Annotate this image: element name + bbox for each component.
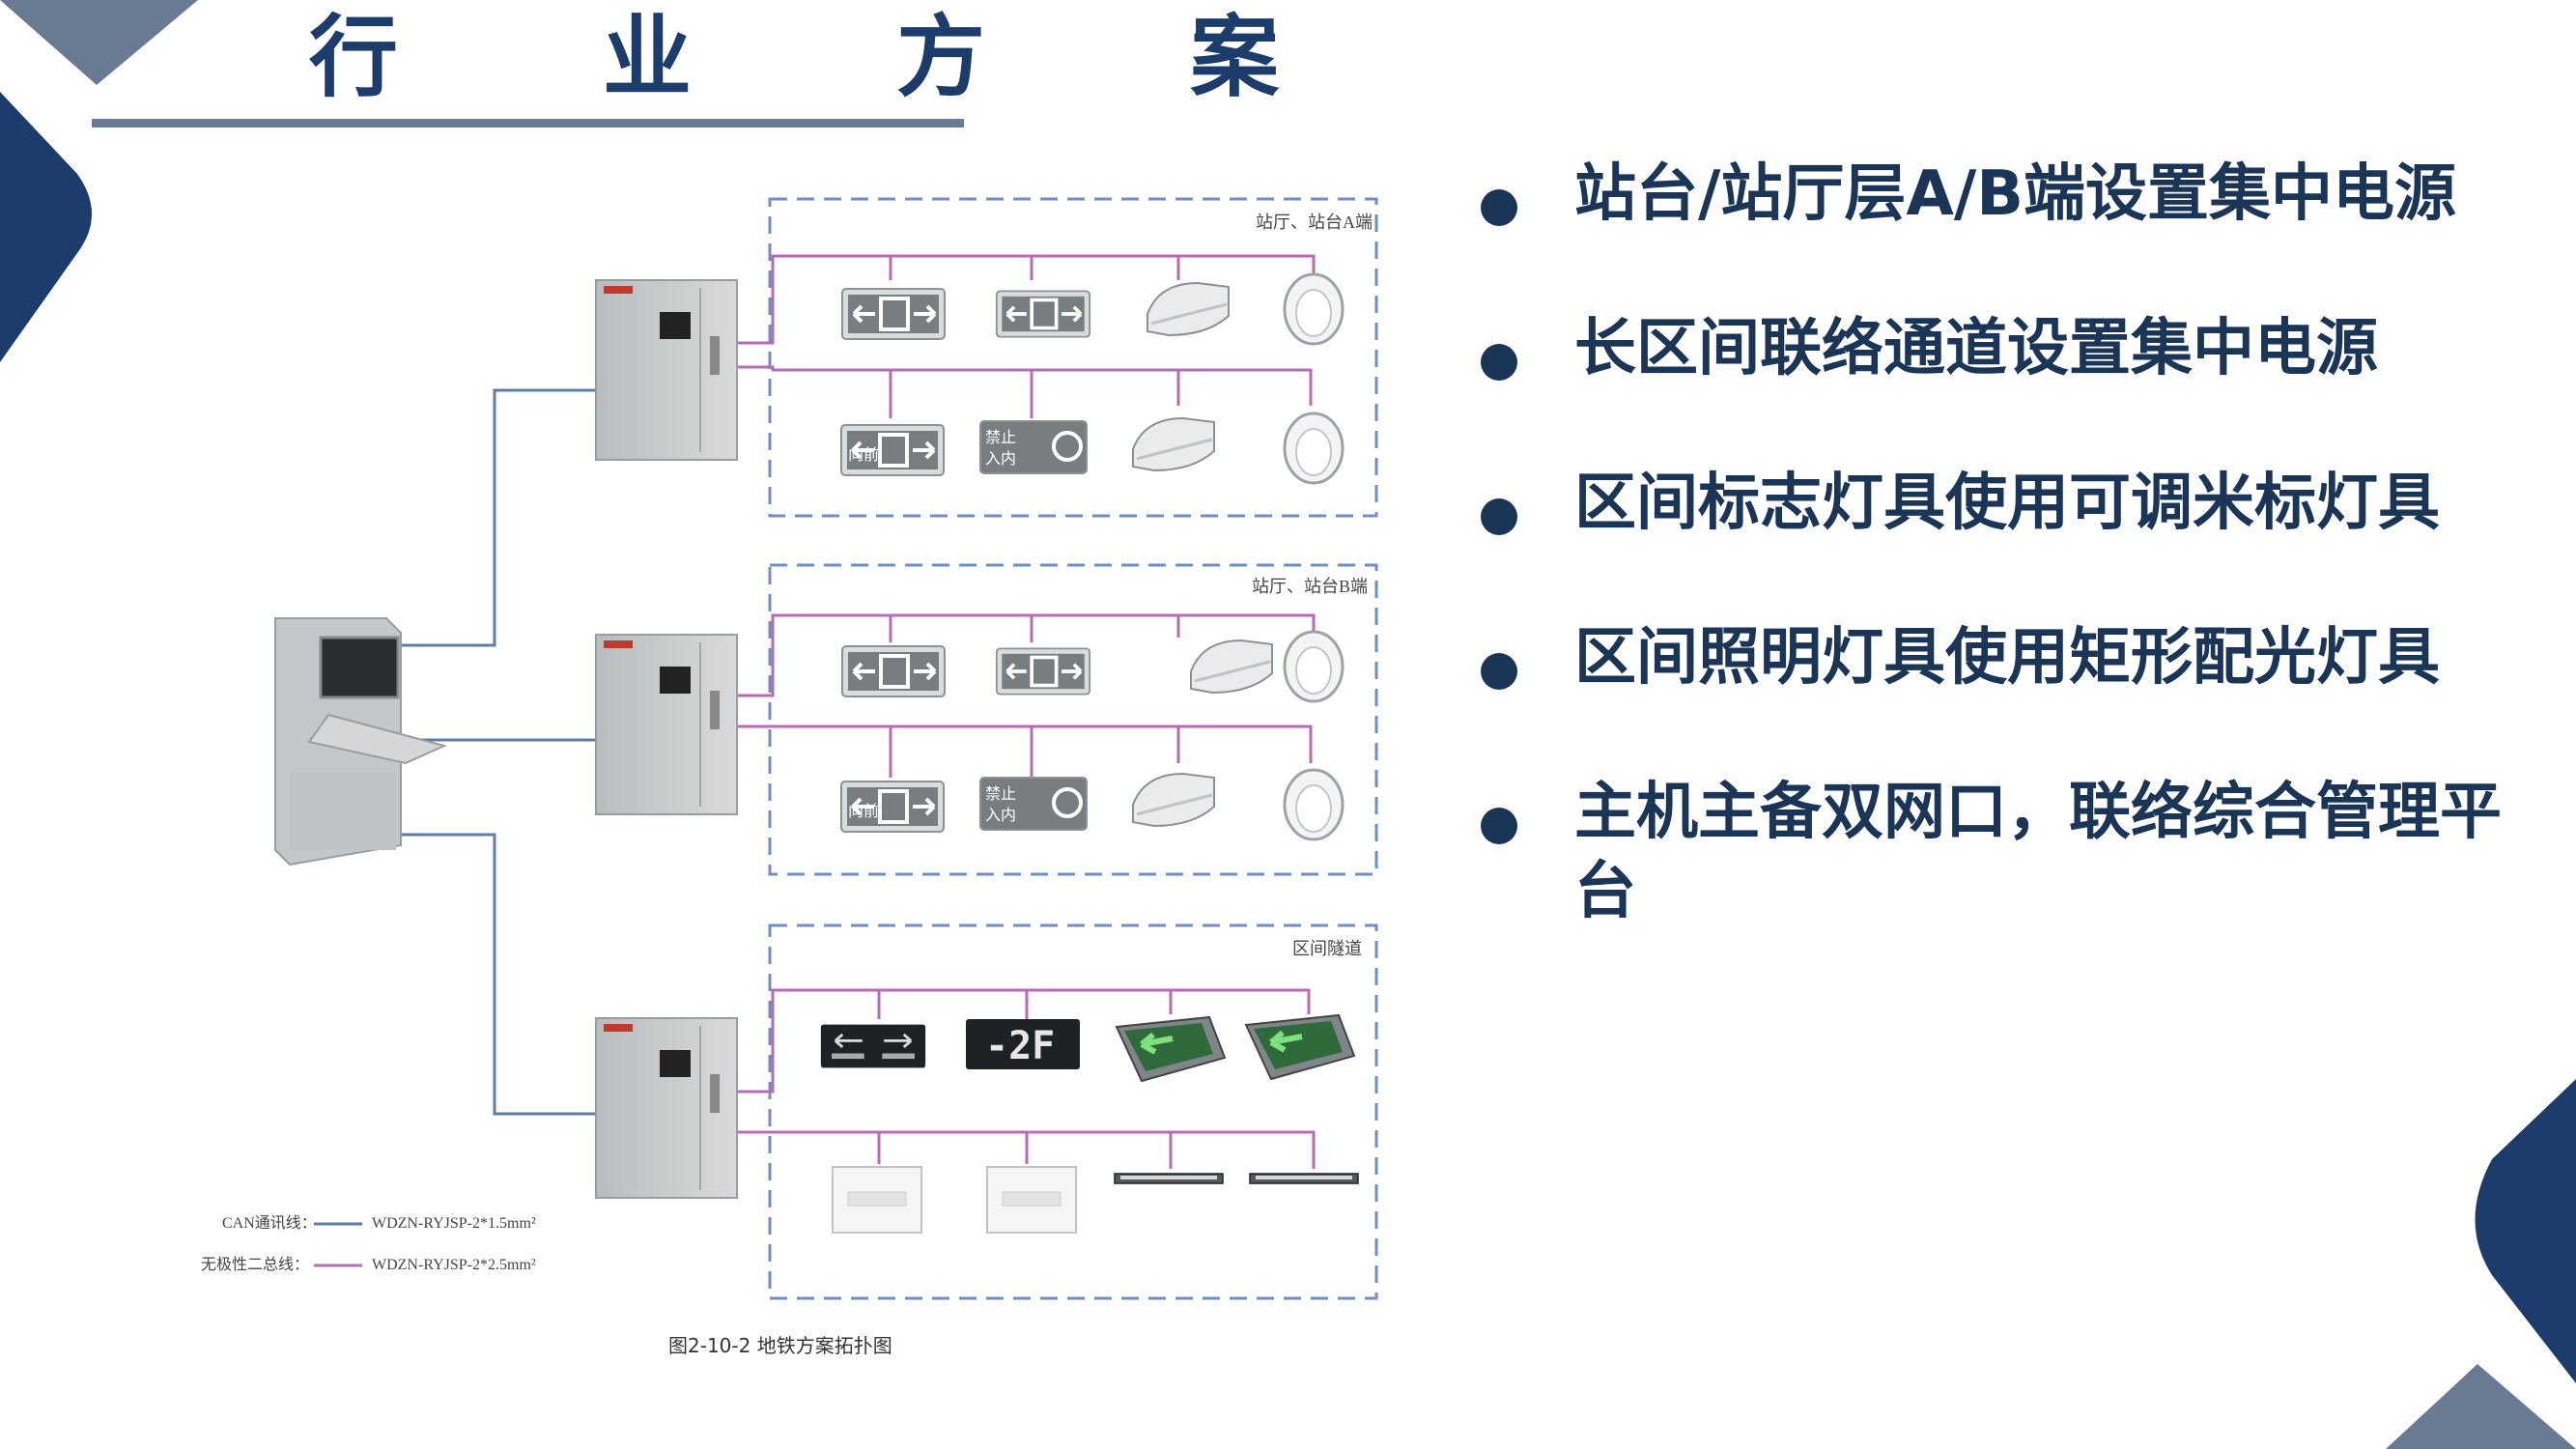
exit-sign-icon [995,289,1091,339]
bullet-dot-icon [1481,344,1517,381]
bullet-dot-icon [1481,189,1517,226]
power-cabinet-icon [595,1017,738,1199]
bullet-list: 站台/站厅层A/B端设置集中电源 长区间联络通道设置集中电源 区间标志灯具使用可… [1468,155,2550,1007]
ceiling-lamp-icon [1131,772,1216,828]
legend-spec: WDZN-RYJSP-2*2.5mm² [372,1257,536,1273]
bullet-text: 长区间联络通道设置集中电源 [1574,313,2378,384]
downlight-icon [1283,272,1345,346]
bullet-text: 区间标志灯具使用可调米标灯具 [1574,468,2440,539]
zone-frame [768,563,1378,876]
floor-sign-icon: -2F [966,1019,1080,1069]
zone-label: 站厅、站台B端 [1252,577,1368,596]
power-cabinet-icon [595,634,738,815]
zone-label: 区间隧道 [1292,939,1362,958]
ceiling-lamp-icon [1131,416,1216,472]
ceiling-lamp-icon [1189,639,1274,695]
legend-label: CAN通讯线： [222,1214,317,1232]
downlight-icon [1283,768,1345,841]
bullet-dot-icon [1481,498,1517,535]
bullet-text: 区间照明灯具使用矩形配光灯具 [1574,622,2440,694]
panel-light-icon [832,1166,922,1234]
arrow-sign-icon [1246,1015,1354,1079]
bullet-text: 主机主备双网口，联络综合管理平台 [1574,777,2502,927]
bullet-dot-icon [1481,653,1517,690]
diagram-caption: 图2-10-2 地铁方案拓扑图 [668,1334,892,1357]
zone-frame [768,197,1378,518]
no-entry-sign-icon: 禁止 入内 [979,777,1088,831]
right-arrow-decoration [2475,1079,2576,1383]
arrow-sign-icon [1117,1017,1225,1081]
no-entry-sign-icon: 禁止 入内 [979,420,1088,474]
legend-spec: WDZN-RYJSP-2*1.5mm² [372,1215,536,1232]
linear-light-icon [1114,1173,1224,1184]
bullet-item: 长区间联络通道设置集中电源 [1468,309,2550,388]
exit-sign-icon [840,644,947,698]
top-left-triangle-decoration [0,0,198,85]
bullet-item: 主机主备双网口，联络综合管理平台 [1468,773,2540,931]
bottom-right-triangle-decoration [2386,1364,2576,1449]
tunnel-sign-icon [819,1023,927,1069]
downlight-icon [1283,630,1345,703]
linear-light-icon [1249,1173,1359,1184]
sign-text: 入内 [985,806,1016,824]
host-console-icon [274,617,447,867]
exit-sign-icon [840,287,947,341]
exit-sign-icon [995,646,1091,696]
left-arrow-decoration [0,92,92,362]
floor-sign-text: -2F [985,1024,1055,1068]
sign-text: 禁止 [985,428,1016,446]
can-lines [400,388,597,1116]
bus-lines [734,254,1316,1169]
bullet-item: 区间照明灯具使用矩形配光灯具 [1468,618,2550,697]
title-underline [92,119,964,128]
legend-label: 无极性二总线： [201,1256,309,1273]
exit-sign-icon: 向前 [841,781,944,832]
bullet-item: 区间标志灯具使用可调米标灯具 [1468,464,2550,543]
sign-text: 向前 [848,445,879,464]
zone-label: 站厅、站台A端 [1256,213,1373,232]
zone-frame [768,923,1378,1300]
downlight-icon [1283,412,1345,485]
bullet-text: 站台/站厅层A/B端设置集中电源 [1574,158,2457,230]
power-cabinet-icon [595,279,738,461]
ceiling-lamp-icon [1146,281,1231,337]
sign-text: 禁止 [985,784,1016,803]
legend: CAN通讯线： WDZN-RYJSP-2*1.5mm² 无极性二总线： WDZN… [201,1214,536,1273]
exit-sign-icon: 向前 [841,425,944,475]
sign-text: 入内 [985,449,1016,468]
sign-text: 向前 [848,802,879,820]
panel-light-icon [986,1166,1077,1234]
bullet-item: 站台/站厅层A/B端设置集中电源 [1468,155,2550,234]
bullet-dot-icon [1481,808,1517,844]
